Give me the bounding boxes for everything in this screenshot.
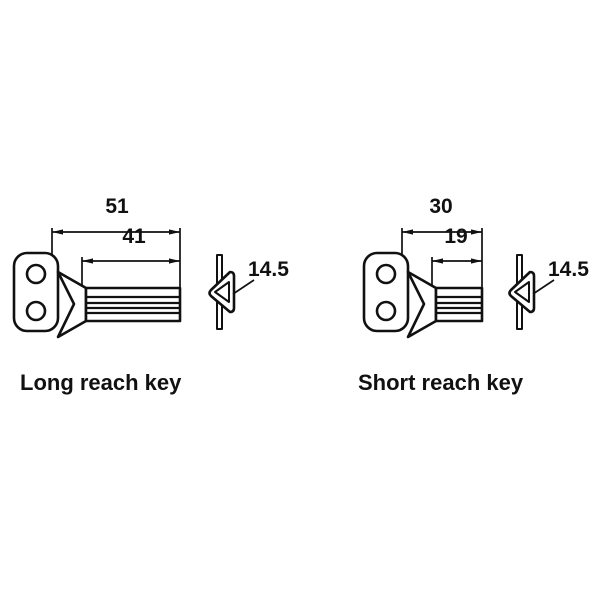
- end-view-long: 14.5: [208, 254, 289, 330]
- caption-short-reach-key: Short reach key: [358, 370, 524, 395]
- dimension-overall-length-long: 51: [51, 195, 181, 290]
- key-shaft: [434, 286, 484, 323]
- handle-plate: [362, 251, 410, 333]
- triangle-inner: [214, 281, 230, 303]
- chevron-connector: [56, 270, 88, 339]
- chevron-connector: [406, 270, 438, 339]
- dimension-label-51: 51: [105, 195, 129, 218]
- dimension-label-14-5: 14.5: [248, 258, 289, 281]
- view-short-reach-key: 30 19: [358, 195, 589, 395]
- end-view-short: 14.5: [508, 254, 589, 330]
- handle-hole-upper: [25, 263, 47, 285]
- caption-long-reach-key: Long reach key: [20, 370, 182, 395]
- dimension-shaft-length-long: 41: [81, 225, 180, 290]
- view-long-reach-key: 51 41: [12, 195, 289, 395]
- handle-hole-upper: [375, 263, 397, 285]
- key-shaft: [84, 286, 182, 323]
- handle-hole-lower: [375, 300, 397, 322]
- leader-line: [532, 279, 555, 295]
- dimension-label-19: 19: [444, 225, 467, 248]
- dimension-shaft-length-short: 19: [431, 225, 482, 290]
- leader-line: [232, 279, 255, 295]
- dimension-label-30: 30: [429, 195, 452, 218]
- handle-plate: [12, 251, 60, 333]
- triangle-inner: [514, 281, 530, 303]
- handle-hole-lower: [25, 300, 47, 322]
- dimension-label-14-5: 14.5: [548, 258, 589, 281]
- dimension-label-41: 41: [122, 225, 146, 248]
